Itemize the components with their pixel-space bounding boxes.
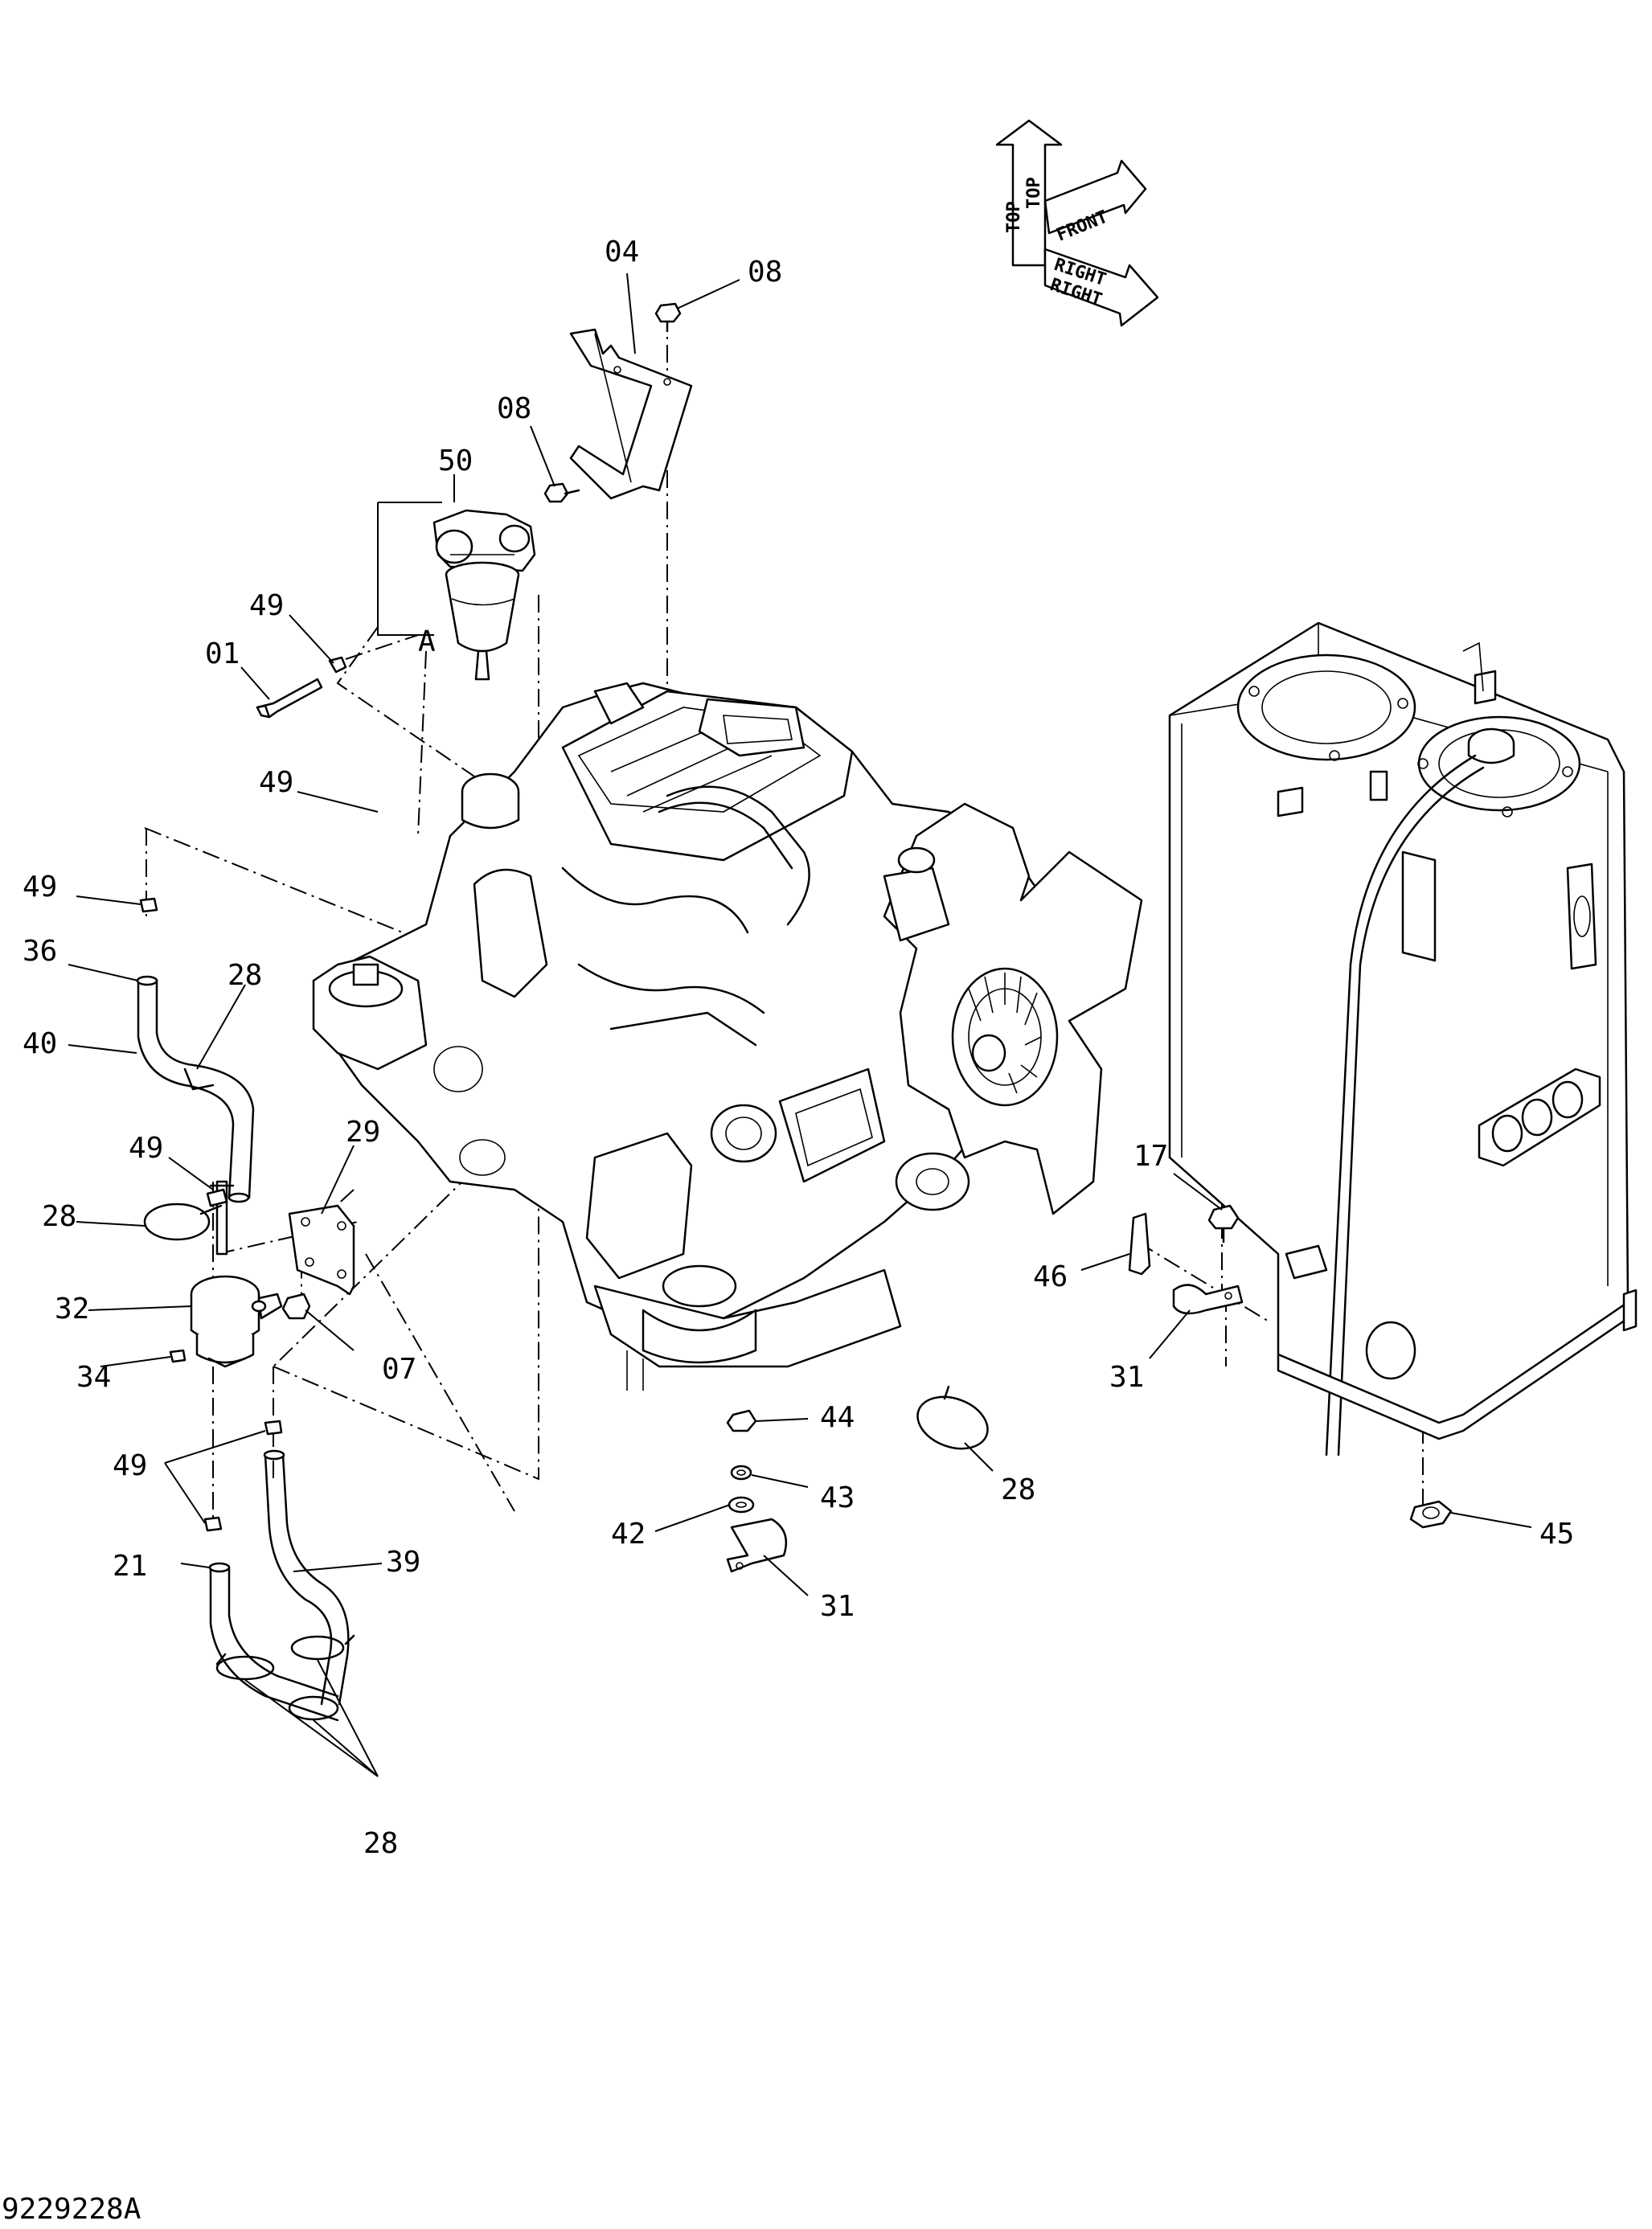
callout-42: 42: [611, 1518, 646, 1551]
filter-bracket-lines: [377, 502, 442, 636]
clip-49-lower-b: [203, 1516, 223, 1532]
callout-34: 34: [76, 1361, 111, 1394]
cable-tie-28-center: [916, 1385, 989, 1450]
clip-45: [1409, 1500, 1453, 1529]
callout-28-bottom: 28: [363, 1827, 398, 1860]
callout-44: 44: [820, 1401, 855, 1434]
callout-45: 45: [1539, 1518, 1574, 1551]
cable-ties-28-bottom: [215, 1634, 355, 1721]
callout-40: 40: [23, 1027, 57, 1060]
callout-28-center: 28: [1001, 1473, 1035, 1506]
clip-49-filter: [328, 656, 347, 674]
bolt-08-top: [654, 302, 682, 333]
fuel-hose-39: [263, 1449, 350, 1706]
screw-34: [169, 1349, 187, 1363]
callout-04: 04: [605, 236, 639, 268]
clip-49-left: [139, 897, 158, 913]
bracket-plate-29: [288, 1204, 355, 1296]
fuel-hose-21: [208, 1562, 339, 1722]
callout-08-top: 08: [748, 256, 782, 289]
washer-42: [728, 1496, 755, 1514]
washer-43: [730, 1465, 752, 1481]
fuel-pump: [190, 1180, 283, 1368]
callout-29: 29: [346, 1116, 380, 1149]
callout-49-lower: 49: [113, 1449, 147, 1482]
callout-43: 43: [820, 1481, 855, 1514]
clamp-31-center: [726, 1518, 788, 1573]
bolt-08-mid: [543, 482, 580, 503]
callout-46: 46: [1033, 1260, 1068, 1293]
callout-28-pump: 28: [42, 1200, 76, 1233]
callout-36: 36: [23, 935, 57, 968]
orientation-indicator: TOP TOP FRONT RIGHT RIGHT: [995, 119, 1159, 327]
callout-01: 01: [205, 637, 240, 670]
bolt-01: [256, 678, 323, 719]
callout-49-pump: 49: [129, 1132, 163, 1165]
callout-32: 32: [55, 1293, 89, 1326]
callout-31-center: 31: [820, 1590, 855, 1623]
fuel-hose-40: [136, 975, 255, 1203]
callout-49-filter: 49: [249, 589, 284, 622]
callout-39: 39: [386, 1546, 420, 1579]
filter-bracket: [569, 328, 693, 500]
callout-49-engine: 49: [259, 766, 293, 799]
fuel-tank: [1168, 621, 1638, 1457]
callout-49-left: 49: [23, 871, 57, 903]
spacer-46: [1128, 1212, 1151, 1276]
nut-44: [726, 1409, 757, 1432]
orientation-top-label-2: TOP: [1024, 177, 1044, 209]
fuel-filter: [432, 509, 536, 681]
callout-31-tank: 31: [1109, 1361, 1144, 1394]
callout-28-upper: 28: [228, 959, 262, 992]
engine-assembly: [312, 682, 1143, 1391]
bolt-17: [1207, 1204, 1240, 1244]
clip-49-pump: [206, 1188, 228, 1207]
callouts: 04 08 08 50 49 A 01 49 49 36 28 40 29 49…: [23, 236, 1574, 1860]
clamp-31-tank: [1172, 1284, 1244, 1315]
callout-17: 17: [1133, 1140, 1168, 1173]
callout-21: 21: [113, 1550, 147, 1583]
bolt-07: [281, 1293, 311, 1320]
clip-49-lower-a: [264, 1420, 283, 1436]
view-marker-a: A: [418, 625, 436, 658]
callout-07: 07: [382, 1353, 416, 1386]
drawing-id: 9229228A: [2, 2193, 141, 2226]
callout-50: 50: [438, 445, 473, 477]
leader-lines: [68, 272, 1532, 1777]
callout-08-mid: 08: [497, 392, 531, 425]
cable-tie-28-pump: [143, 1203, 223, 1241]
orientation-top-label: TOP: [1004, 201, 1024, 233]
